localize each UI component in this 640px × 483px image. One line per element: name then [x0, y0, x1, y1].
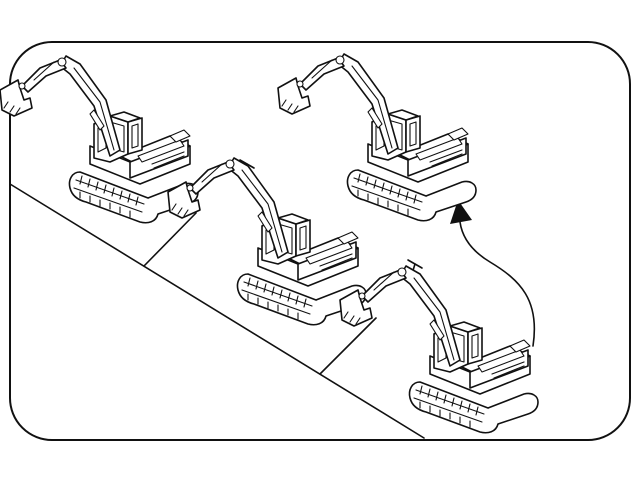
excavator-icon — [277, 53, 477, 222]
bench-cut-2 — [319, 317, 377, 375]
diagram-frame — [9, 41, 631, 441]
arrow-icon — [450, 200, 536, 347]
slope-edge-line — [9, 183, 425, 439]
bench-cut-1 — [143, 212, 197, 267]
excavator-icon — [339, 265, 539, 434]
